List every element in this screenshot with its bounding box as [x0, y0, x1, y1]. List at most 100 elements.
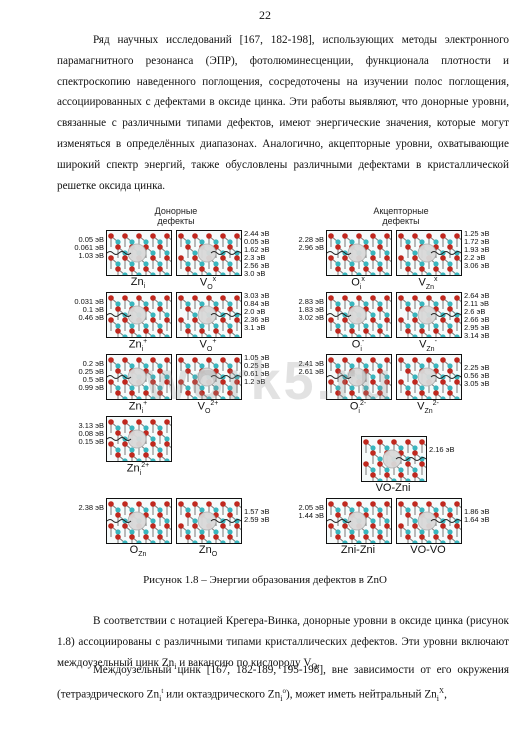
- oxygen-atom: [377, 266, 383, 272]
- oxygen-atom: [370, 523, 376, 529]
- zinc-atom: [115, 529, 121, 535]
- oxygen-atom: [377, 534, 383, 540]
- zinc-atom: [192, 250, 198, 256]
- oxygen-atom: [328, 255, 334, 261]
- zinc-atom: [150, 334, 156, 337]
- oxygen-atom: [447, 512, 453, 518]
- zinc-atom: [377, 323, 383, 329]
- oxygen-atom: [454, 379, 460, 385]
- zinc-atom: [150, 272, 156, 275]
- oxygen-atom: [342, 233, 348, 239]
- oxygen-atom: [454, 255, 460, 261]
- zinc-atom: [199, 385, 205, 391]
- zinc-atom: [412, 374, 418, 380]
- zinc-atom: [377, 385, 383, 391]
- zinc-atom: [150, 374, 156, 380]
- oxygen-atom: [220, 233, 226, 239]
- zinc-atom: [192, 334, 198, 337]
- oxygen-atom: [122, 523, 128, 529]
- oxygen-atom: [335, 306, 341, 312]
- oxygen-atom: [164, 523, 170, 529]
- oxygen-atom: [447, 266, 453, 272]
- oxygen-atom: [115, 368, 121, 374]
- energy-values-zno: 1.57 эВ 2.59 эВ: [244, 507, 270, 524]
- oxygen-atom: [440, 523, 446, 529]
- oxygen-atom: [178, 295, 184, 301]
- zinc-atom: [129, 529, 135, 535]
- oxygen-atom: [157, 266, 163, 272]
- oxygen-atom: [349, 328, 355, 334]
- lattice-drawing: [107, 501, 171, 543]
- lattice-drawing: [398, 501, 461, 543]
- defect-sphere: [127, 511, 147, 531]
- oxygen-atom: [363, 266, 369, 272]
- zinc-atom: [384, 445, 390, 451]
- oxygen-atom: [370, 295, 376, 301]
- energy-values-zni0: 0.05 эВ 0.061 эВ 1.03 эВ: [74, 235, 104, 260]
- oxygen-atom: [164, 255, 170, 261]
- lattice-drawing: [107, 233, 171, 275]
- oxygen-atom: [419, 266, 425, 272]
- zinc-atom: [192, 518, 198, 524]
- zinc-atom: [136, 272, 142, 275]
- oxygen-atom: [454, 233, 460, 239]
- zinc-atom: [412, 272, 418, 275]
- oxygen-atom: [412, 501, 418, 507]
- zinc-atom: [213, 529, 219, 535]
- zinc-atom: [363, 529, 369, 535]
- zinc-atom: [164, 518, 170, 524]
- defect-label-vzn0: VZnx: [418, 276, 438, 291]
- zinc-atom: [419, 323, 425, 329]
- oxygen-atom: [150, 295, 156, 301]
- oxygen-atom: [108, 501, 114, 507]
- oxygen-atom: [398, 501, 404, 507]
- energy-values-zni3: 3.13 эВ 0.08 эВ 0.15 эВ: [78, 421, 104, 446]
- zinc-atom: [377, 507, 383, 513]
- zinc-atom: [454, 540, 460, 543]
- transition-wave: [430, 519, 461, 523]
- oxygen-atom: [419, 461, 425, 467]
- oxygen-atom: [370, 379, 376, 385]
- oxygen-atom: [363, 534, 369, 540]
- zinc-atom: [199, 529, 205, 535]
- transition-wave: [430, 313, 461, 317]
- zinc-atom: [377, 456, 383, 462]
- oxygen-atom: [384, 357, 390, 363]
- zinc-atom: [185, 239, 191, 245]
- oxygen-atom: [234, 501, 240, 507]
- zinc-atom: [150, 250, 156, 256]
- energy-values-vo2: 1.05 эВ 0.25 эВ 0.61 эВ 1.2 эВ: [244, 353, 270, 386]
- oxygen-atom: [185, 306, 191, 312]
- zinc-atom: [440, 396, 446, 399]
- zinc-atom: [447, 301, 453, 307]
- zinc-atom: [220, 334, 226, 337]
- zinc-atom: [405, 261, 411, 267]
- lattice-drawing: [327, 357, 391, 399]
- zinc-atom: [164, 334, 170, 337]
- oxygen-atom: [164, 501, 170, 507]
- oxygen-atom: [349, 390, 355, 396]
- transition-wave: [430, 251, 461, 255]
- oxygen-atom: [185, 244, 191, 250]
- defect-label-oi2: Oi2-: [349, 400, 367, 415]
- oxygen-atom: [108, 255, 114, 261]
- oxygen-atom: [377, 461, 383, 467]
- zinc-atom: [199, 261, 205, 267]
- oxygen-atom: [178, 233, 184, 239]
- zinc-atom: [391, 478, 397, 481]
- oxygen-atom: [108, 441, 114, 447]
- zinc-atom: [150, 458, 156, 461]
- oxygen-atom: [234, 317, 240, 323]
- zinc-atom: [419, 478, 425, 481]
- oxygen-atom: [157, 306, 163, 312]
- zinc-atom: [213, 385, 219, 391]
- oxygen-atom: [157, 534, 163, 540]
- oxygen-atom: [398, 233, 404, 239]
- energy-values-znizni: 2.05 эВ 1.44 эВ: [298, 503, 324, 520]
- oxygen-atom: [363, 439, 369, 445]
- oxygen-atom: [405, 368, 411, 374]
- oxygen-atom: [136, 295, 142, 301]
- oxygen-atom: [405, 266, 411, 272]
- zinc-atom: [412, 518, 418, 524]
- oxygen-atom: [150, 419, 156, 425]
